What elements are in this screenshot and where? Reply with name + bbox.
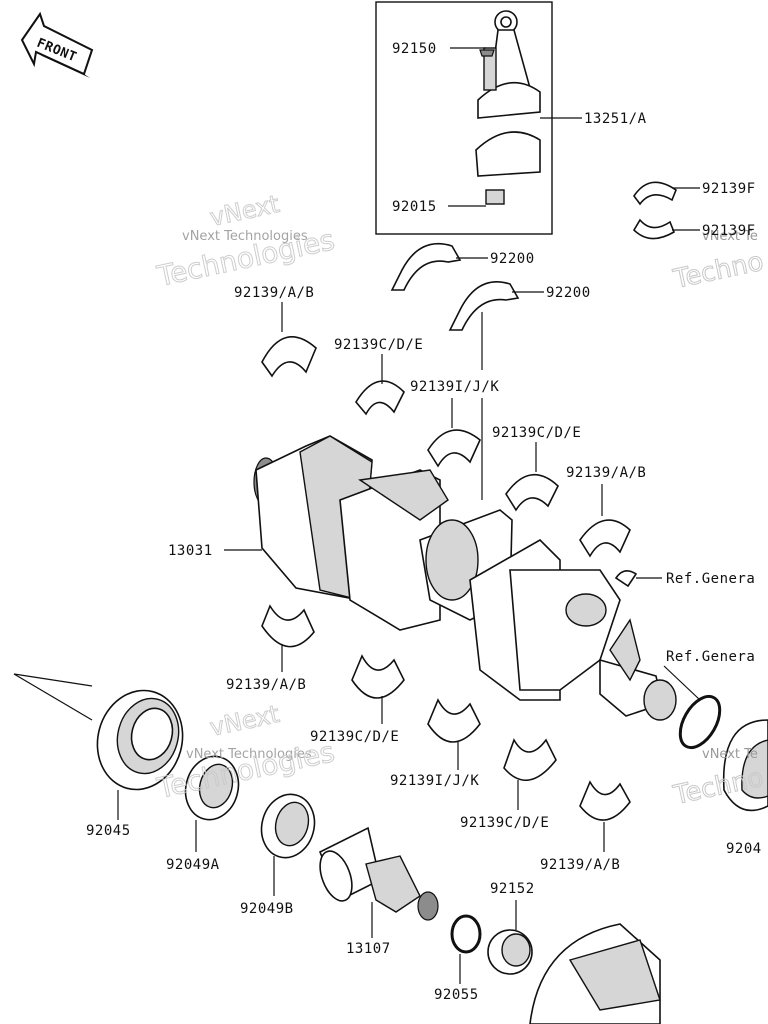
label-92139ab-1: 92139/A/B bbox=[234, 285, 314, 301]
label-92139ab-2: 92139/A/B bbox=[566, 465, 646, 481]
woodruff-key bbox=[614, 570, 638, 588]
label-92139ijk-2: 92139I/J/K bbox=[390, 773, 479, 789]
ball-bearing bbox=[96, 689, 184, 791]
label-92139cde-2: 92139C/D/E bbox=[492, 425, 581, 441]
drive-shaft bbox=[318, 826, 439, 921]
watermark-lower-big: vNext bbox=[207, 700, 281, 742]
watermark-upper: vNext vNext Technologies Technologies bbox=[153, 189, 338, 293]
label-92139f-1: 92139F bbox=[702, 181, 756, 197]
label-92200-2: 92200 bbox=[546, 285, 591, 301]
label-92152: 92152 bbox=[490, 881, 535, 897]
label-92049a: 92049A bbox=[166, 857, 220, 873]
label-13107: 13107 bbox=[346, 941, 391, 957]
thrust-washer-2 bbox=[448, 281, 520, 331]
leader-lines bbox=[13, 47, 701, 984]
rotor-partial bbox=[529, 923, 661, 1024]
collar bbox=[487, 929, 533, 975]
label-92150: 92150 bbox=[392, 41, 437, 57]
label-92139cde-1: 92139C/D/E bbox=[334, 337, 423, 353]
watermark-right-big: Techno bbox=[670, 247, 766, 295]
watermark-upper-small: vNext Technologies bbox=[182, 229, 308, 244]
label-13251a: 13251/A bbox=[584, 111, 647, 127]
label-92049b: 92049B bbox=[240, 901, 294, 917]
watermark-right-small: vNext Te bbox=[702, 229, 758, 244]
watermark-lower: vNext vNext Technologies Technologies bbox=[153, 699, 338, 805]
crankshaft bbox=[253, 435, 677, 721]
o-ring bbox=[450, 914, 482, 954]
label-92139ijk-1: 92139I/J/K bbox=[410, 379, 499, 395]
watermark-upper-big: vNext bbox=[207, 190, 281, 232]
watermark-right2-small: vNext Te bbox=[702, 747, 758, 762]
label-92055: 92055 bbox=[434, 987, 479, 1003]
bearing-shell-f2 bbox=[632, 218, 675, 240]
part-labels: 92150 13251/A 92015 92139F 92139F 92200 … bbox=[86, 41, 762, 1003]
o-ring-ref bbox=[678, 694, 722, 750]
label-92045: 92045 bbox=[86, 823, 131, 839]
label-92139ab-3: 92139/A/B bbox=[226, 677, 306, 693]
label-ref-general-2: Ref.Genera bbox=[666, 649, 755, 665]
label-92200-1: 92200 bbox=[490, 251, 535, 267]
bearing-shell-f1 bbox=[633, 181, 677, 206]
label-92139ab-4: 92139/A/B bbox=[540, 857, 620, 873]
watermark-lower-small: vNext Technologies bbox=[186, 747, 312, 762]
label-92015: 92015 bbox=[392, 199, 437, 215]
label-13031: 13031 bbox=[168, 543, 213, 559]
thrust-washer-1 bbox=[390, 242, 462, 291]
label-9204: 9204 bbox=[726, 841, 762, 857]
label-92139f-2: 92139F bbox=[702, 223, 756, 239]
front-arrow-icon: FRONT bbox=[20, 11, 94, 78]
oil-seal-a bbox=[184, 755, 240, 821]
bearing-partial-right bbox=[722, 719, 768, 812]
label-92139cde-3: 92139C/D/E bbox=[310, 729, 399, 745]
main-bearing-shells-lower bbox=[261, 604, 631, 821]
label-92139cde-4: 92139C/D/E bbox=[460, 815, 549, 831]
oil-seal-b bbox=[260, 793, 316, 859]
connecting-rod bbox=[475, 10, 541, 205]
main-bearing-shells-upper bbox=[261, 336, 631, 558]
label-ref-general-1: Ref.Genera bbox=[666, 571, 755, 587]
